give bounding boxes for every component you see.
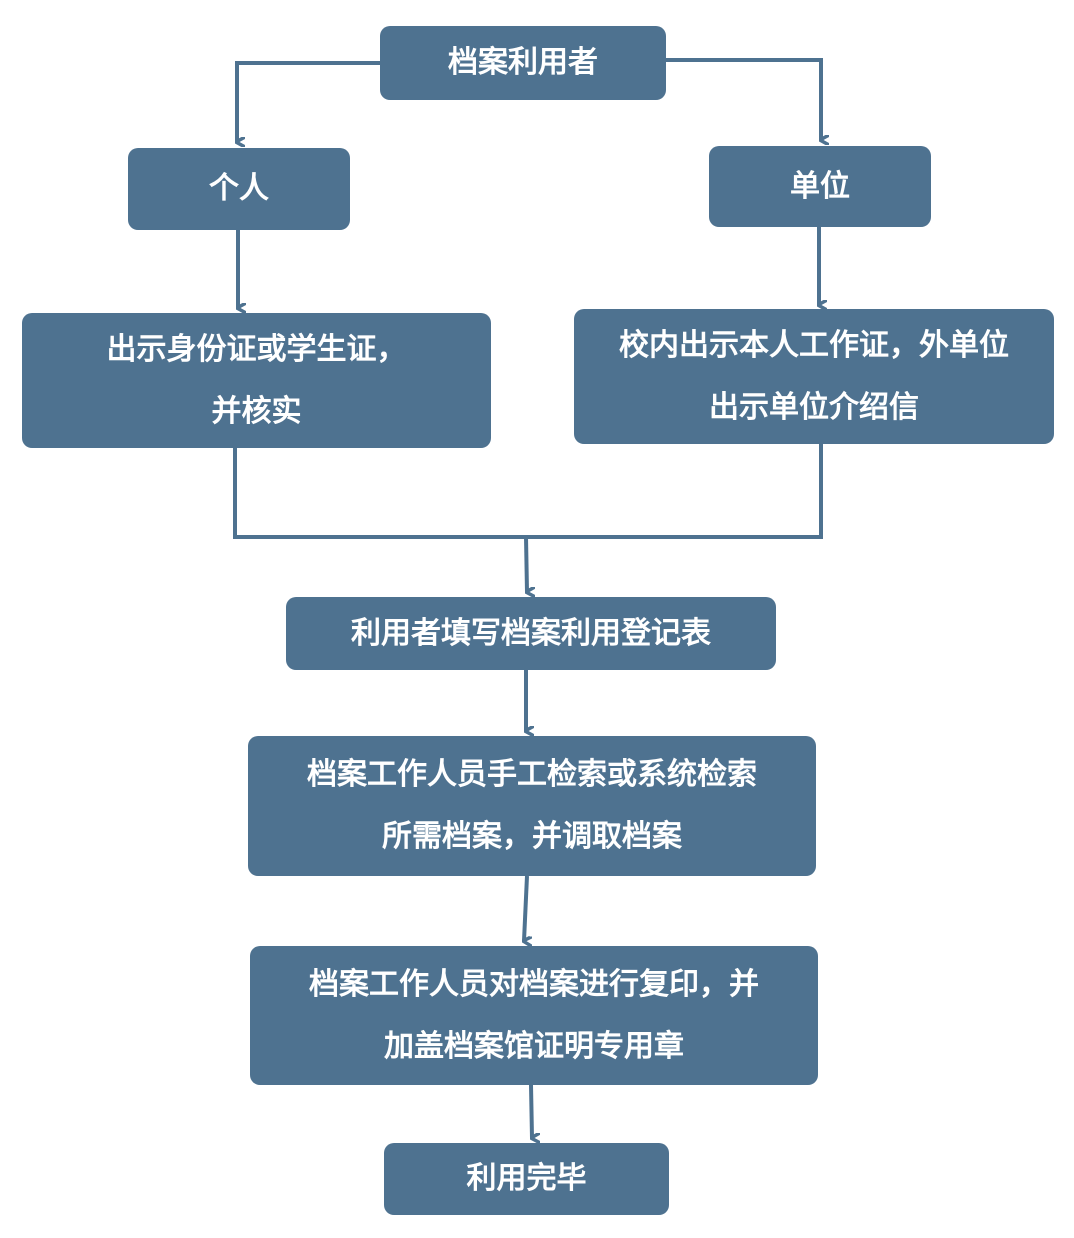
personal-node-label: 个人 [209,171,269,206]
unit-step-line2: 出示单位介绍信 [709,389,919,425]
end-node-label: 利用完毕 [466,1161,587,1196]
connector-retrieve-to-copy [524,875,527,941]
personal-step-node: 出示身份证或学生证， 并核实 [22,313,491,448]
copy-node: 档案工作人员对档案进行复印，并 加盖档案馆证明专用章 [250,946,818,1085]
start-node-label: 档案利用者 [448,45,598,80]
retrieve-line2: 所需档案，并调取档案 [382,819,682,854]
connector-start-to-personal [235,61,380,142]
copy-line1: 档案工作人员对档案进行复印，并 [309,966,759,1002]
personal-step-line1: 出示身份证或学生证， [106,331,407,367]
end-node: 利用完毕 [384,1143,669,1215]
retrieve-line1: 档案工作人员手工检索或系统检索 [307,757,757,792]
unit-step-line1: 校内出示本人工作证，外单位 [619,327,1009,363]
connector-start-to-unit [665,58,821,140]
connector-merge [233,444,823,539]
fill-form-node: 利用者填写档案利用登记表 [286,597,776,670]
fill-form-label: 利用者填写档案利用登记表 [351,615,711,651]
copy-line2: 加盖档案馆证明专用章 [384,1028,684,1064]
retrieve-node: 档案工作人员手工检索或系统检索 所需档案，并调取档案 [248,736,816,876]
personal-step-line2: 并核实 [211,393,302,429]
connector-merge-to-form [524,536,527,592]
personal-node: 个人 [128,148,350,230]
unit-node: 单位 [709,146,931,227]
start-node: 档案利用者 [380,26,666,100]
unit-node-label: 单位 [790,168,850,204]
connector-copy-to-end [529,1084,532,1138]
unit-step-node: 校内出示本人工作证，外单位 出示单位介绍信 [574,309,1054,444]
